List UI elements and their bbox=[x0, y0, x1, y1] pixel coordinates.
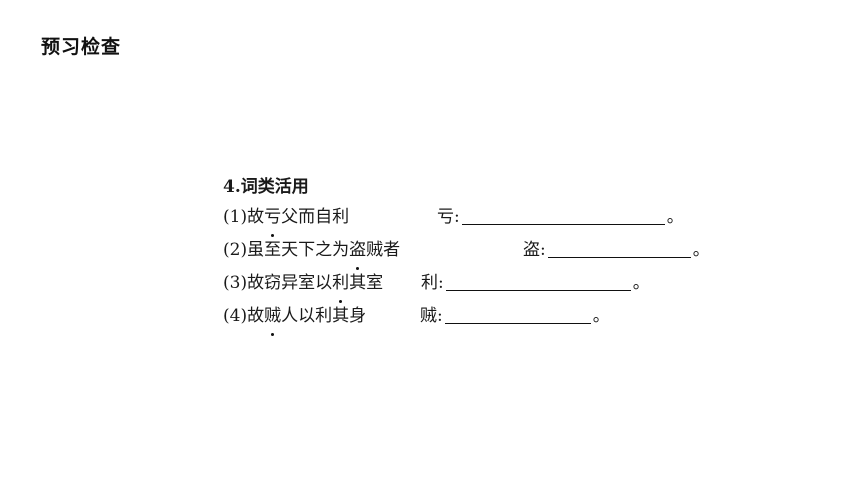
period: 。 bbox=[666, 207, 684, 227]
item-number: (2) bbox=[223, 240, 248, 260]
item-number: (1) bbox=[223, 207, 248, 227]
period: 。 bbox=[632, 273, 650, 293]
exercise-sentence: (2)虽至天下之为盗贼者 bbox=[223, 234, 401, 270]
exercise-item-3: (3)故窃异室以利其室 利:。 bbox=[223, 267, 743, 303]
sentence-after: 贼者 bbox=[366, 240, 401, 260]
emphasized-word: 利 bbox=[332, 267, 349, 303]
word-usage-section: 4.词类活用 (1)故亏父而自利 亏:。 (2)虽至天下之为盗贼者 盗:。 (3… bbox=[223, 173, 743, 336]
colon: : bbox=[437, 306, 443, 326]
answer-blank[interactable] bbox=[547, 237, 691, 258]
answer-blank[interactable] bbox=[445, 270, 631, 291]
target-word: 亏 bbox=[437, 207, 454, 227]
page-title: 预习检查 bbox=[41, 36, 122, 58]
section-number: 4 bbox=[223, 177, 235, 197]
sentence-before: 故 bbox=[247, 207, 265, 227]
target-word: 利 bbox=[421, 273, 438, 293]
section-number-dot: . bbox=[234, 177, 241, 197]
answer-prompt: 贼: 。 bbox=[420, 300, 610, 333]
period: 。 bbox=[692, 240, 710, 260]
exercise-item-4: (4)故贼人以利其身 贼:。 bbox=[223, 300, 743, 336]
item-number: (4) bbox=[223, 306, 248, 326]
item-number: (3) bbox=[223, 273, 248, 293]
exercise-item-2: (2)虽至天下之为盗贼者 盗:。 bbox=[223, 234, 743, 270]
exercise-item-1: (1)故亏父而自利 亏:。 bbox=[223, 201, 743, 237]
exercise-sentence: (4)故贼人以利其身 bbox=[223, 300, 367, 336]
exercise-sentence: (3)故窃异室以利其室 bbox=[223, 267, 384, 303]
sentence-after: 其室 bbox=[349, 273, 384, 293]
exercise-sentence: (1)故亏父而自利 bbox=[223, 201, 350, 237]
sentence-after: 人以利其身 bbox=[281, 306, 367, 326]
answer-blank[interactable] bbox=[444, 303, 591, 324]
emphasized-word: 亏 bbox=[264, 201, 281, 237]
colon: : bbox=[438, 273, 444, 293]
answer-blank[interactable] bbox=[461, 204, 665, 225]
period: 。 bbox=[592, 306, 610, 326]
section-heading: 4.词类活用 bbox=[223, 173, 743, 201]
target-word: 贼 bbox=[420, 306, 437, 326]
target-word: 盗 bbox=[523, 240, 540, 260]
colon: : bbox=[540, 240, 546, 260]
sentence-before: 故 bbox=[247, 306, 265, 326]
sentence-after: 父而自利 bbox=[281, 207, 350, 227]
section-heading-text: 词类活用 bbox=[240, 177, 309, 197]
answer-prompt: 盗: 。 bbox=[523, 234, 710, 267]
answer-prompt: 利: 。 bbox=[421, 267, 650, 300]
sentence-before: 虽至天下之为 bbox=[247, 240, 350, 260]
answer-prompt: 亏: 。 bbox=[437, 201, 684, 234]
emphasized-word: 盗 bbox=[349, 234, 366, 270]
sentence-before: 故窃异室以 bbox=[247, 273, 333, 293]
emphasized-word: 贼 bbox=[264, 300, 281, 336]
colon: : bbox=[454, 207, 460, 227]
